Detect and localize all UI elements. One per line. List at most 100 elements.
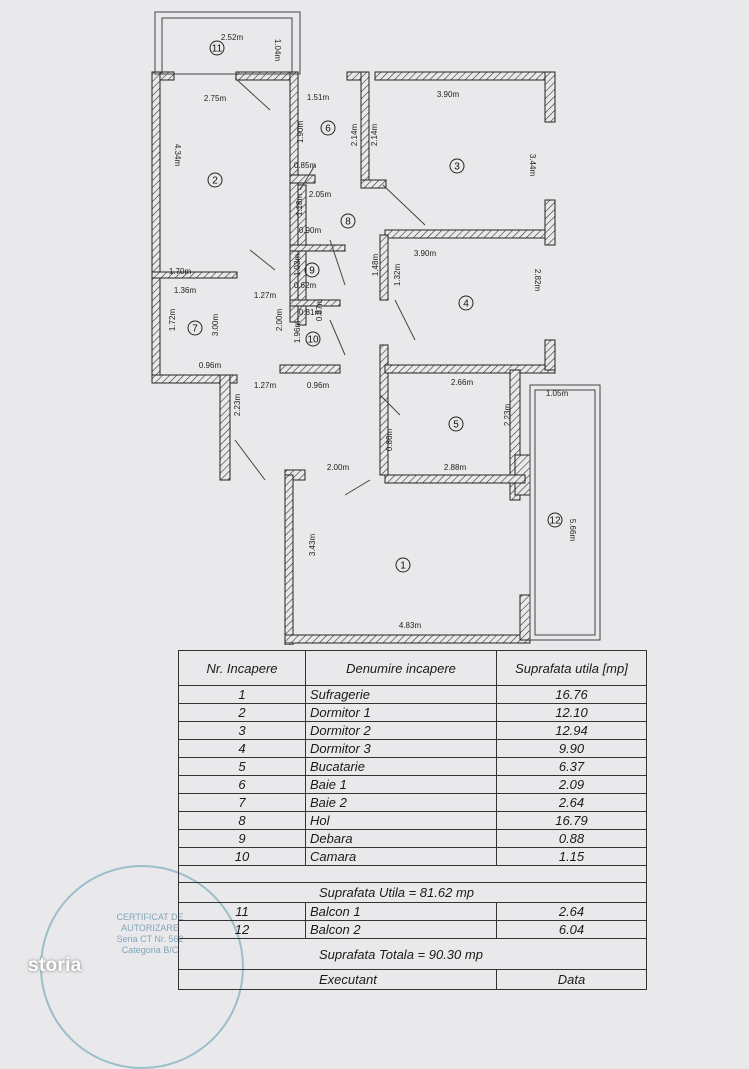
- door-swing: [299, 164, 316, 191]
- room-name: Baie 1: [305, 775, 497, 794]
- room-number: 1: [400, 561, 406, 572]
- executant-label: Executant: [178, 969, 497, 990]
- balcony-12-inner: [534, 389, 596, 636]
- dimension-label: 3.90m: [414, 249, 437, 258]
- dimension-label: 1.72m: [168, 309, 177, 332]
- dimension-label: 2.23m: [233, 394, 242, 417]
- room-area: 2.64: [496, 793, 647, 812]
- door-swing: [382, 184, 426, 226]
- balcony-nr: 11: [178, 902, 306, 921]
- room-number: 3: [454, 162, 460, 173]
- header-name: Denumire incapere: [305, 650, 497, 686]
- balcony-name: Balcon 1: [305, 902, 497, 921]
- walls: [151, 71, 556, 645]
- wall-segment: [219, 374, 231, 481]
- room-number: 11: [212, 44, 223, 55]
- header-nr: Nr. Incapere: [178, 650, 306, 686]
- wall-segment: [544, 71, 556, 123]
- dimension-label: 1.70m: [169, 267, 192, 276]
- dimension-label: 0.90m: [299, 226, 322, 235]
- table-row: [178, 865, 647, 883]
- wall-segment: [284, 474, 294, 645]
- wall-segment: [297, 184, 307, 326]
- room-nr: 5: [178, 757, 306, 776]
- dimension-label: 1.27m: [254, 381, 277, 390]
- wall-segment: [384, 474, 526, 484]
- dimension-label: 1.48m: [371, 254, 380, 277]
- room-name: Sufragerie: [305, 685, 497, 704]
- wall-segment: [289, 299, 341, 307]
- room-name: Bucatarie: [305, 757, 497, 776]
- wall-segment: [384, 364, 556, 374]
- room-area: 16.76: [496, 685, 647, 704]
- room-name: Baie 2: [305, 793, 497, 812]
- dimension-label: 0.87m: [315, 299, 324, 322]
- wall-segment: [284, 634, 531, 644]
- room-number: 7: [192, 324, 198, 335]
- room-number: 10: [307, 335, 319, 346]
- balcony-11-inner: [161, 17, 293, 75]
- dimension-label: 5.66m: [568, 519, 577, 542]
- area-table: Nr. Incapere Denumire incapere Suprafata…: [178, 650, 647, 990]
- dimension-label: 0.96m: [199, 361, 222, 370]
- dimension-label: 2.88m: [444, 463, 467, 472]
- room-area: 12.10: [496, 703, 647, 722]
- door-swing: [234, 439, 266, 481]
- room-number: 4: [463, 299, 469, 310]
- dimension-label: 1.51m: [307, 93, 330, 102]
- wall-segment: [519, 594, 531, 641]
- room-nr: 9: [178, 829, 306, 848]
- wall-segment: [509, 369, 521, 501]
- room-name: Dormitor 3: [305, 739, 497, 758]
- dimension-label: 1.36m: [174, 286, 197, 295]
- dimension-label: 2.05m: [309, 190, 332, 199]
- dimension-label: 2.00m: [275, 309, 284, 332]
- wall-segment: [360, 71, 370, 188]
- room-nr: 3: [178, 721, 306, 740]
- dimension-label: 1.32m: [393, 264, 402, 287]
- balcony-name: Balcon 2: [305, 920, 497, 939]
- room-number: 8: [345, 217, 351, 228]
- wall-segment: [151, 271, 238, 279]
- room-number: 12: [549, 516, 561, 527]
- wall-segment: [346, 71, 362, 81]
- room-name: Camara: [305, 847, 497, 866]
- dimension-label: 3.90m: [437, 90, 460, 99]
- balcony-area: 2.64: [496, 902, 647, 921]
- dimension-label: 3.00m: [211, 314, 220, 337]
- grand-total: Suprafata Totala = 90.30 mp: [178, 938, 647, 970]
- room-area: 16.79: [496, 811, 647, 830]
- room-area: 12.94: [496, 721, 647, 740]
- dimension-label: 1.05m: [546, 389, 569, 398]
- dimension-label: 2.14m: [370, 124, 379, 147]
- dimension-label: 1.27m: [254, 291, 277, 300]
- stamp-text: CERTIFICAT DE AUTORIZARE Seria CT Nr. 56…: [116, 912, 184, 955]
- dimension-label: 2.82m: [533, 269, 542, 292]
- dimension-label: 4.34m: [173, 144, 182, 167]
- door-swing: [329, 319, 346, 356]
- wall-segment: [279, 364, 341, 374]
- room-number-circle: [187, 320, 203, 336]
- room-area: 0.88: [496, 829, 647, 848]
- dimension-label: 2.75m: [204, 94, 227, 103]
- dimension-label: 3.44m: [528, 154, 537, 177]
- floor-plan: 1126389471051122.52m1.04m2.75m4.34m1.51m…: [151, 11, 601, 645]
- wall-segment: [235, 71, 291, 81]
- room-nr: 6: [178, 775, 306, 794]
- dimension-label: 0.96m: [307, 381, 330, 390]
- door-swing: [249, 249, 276, 271]
- door-swing: [344, 479, 371, 496]
- header-area: Suprafata utila [mp]: [496, 650, 647, 686]
- wall-segment: [151, 374, 238, 384]
- wall-segment: [289, 244, 346, 252]
- dimension-label: 2.23m: [503, 404, 512, 427]
- room-name: Hol: [305, 811, 497, 830]
- wall-segment: [379, 344, 389, 476]
- dimension-label: 0.62m: [294, 281, 317, 290]
- balcony-nr: 12: [178, 920, 306, 939]
